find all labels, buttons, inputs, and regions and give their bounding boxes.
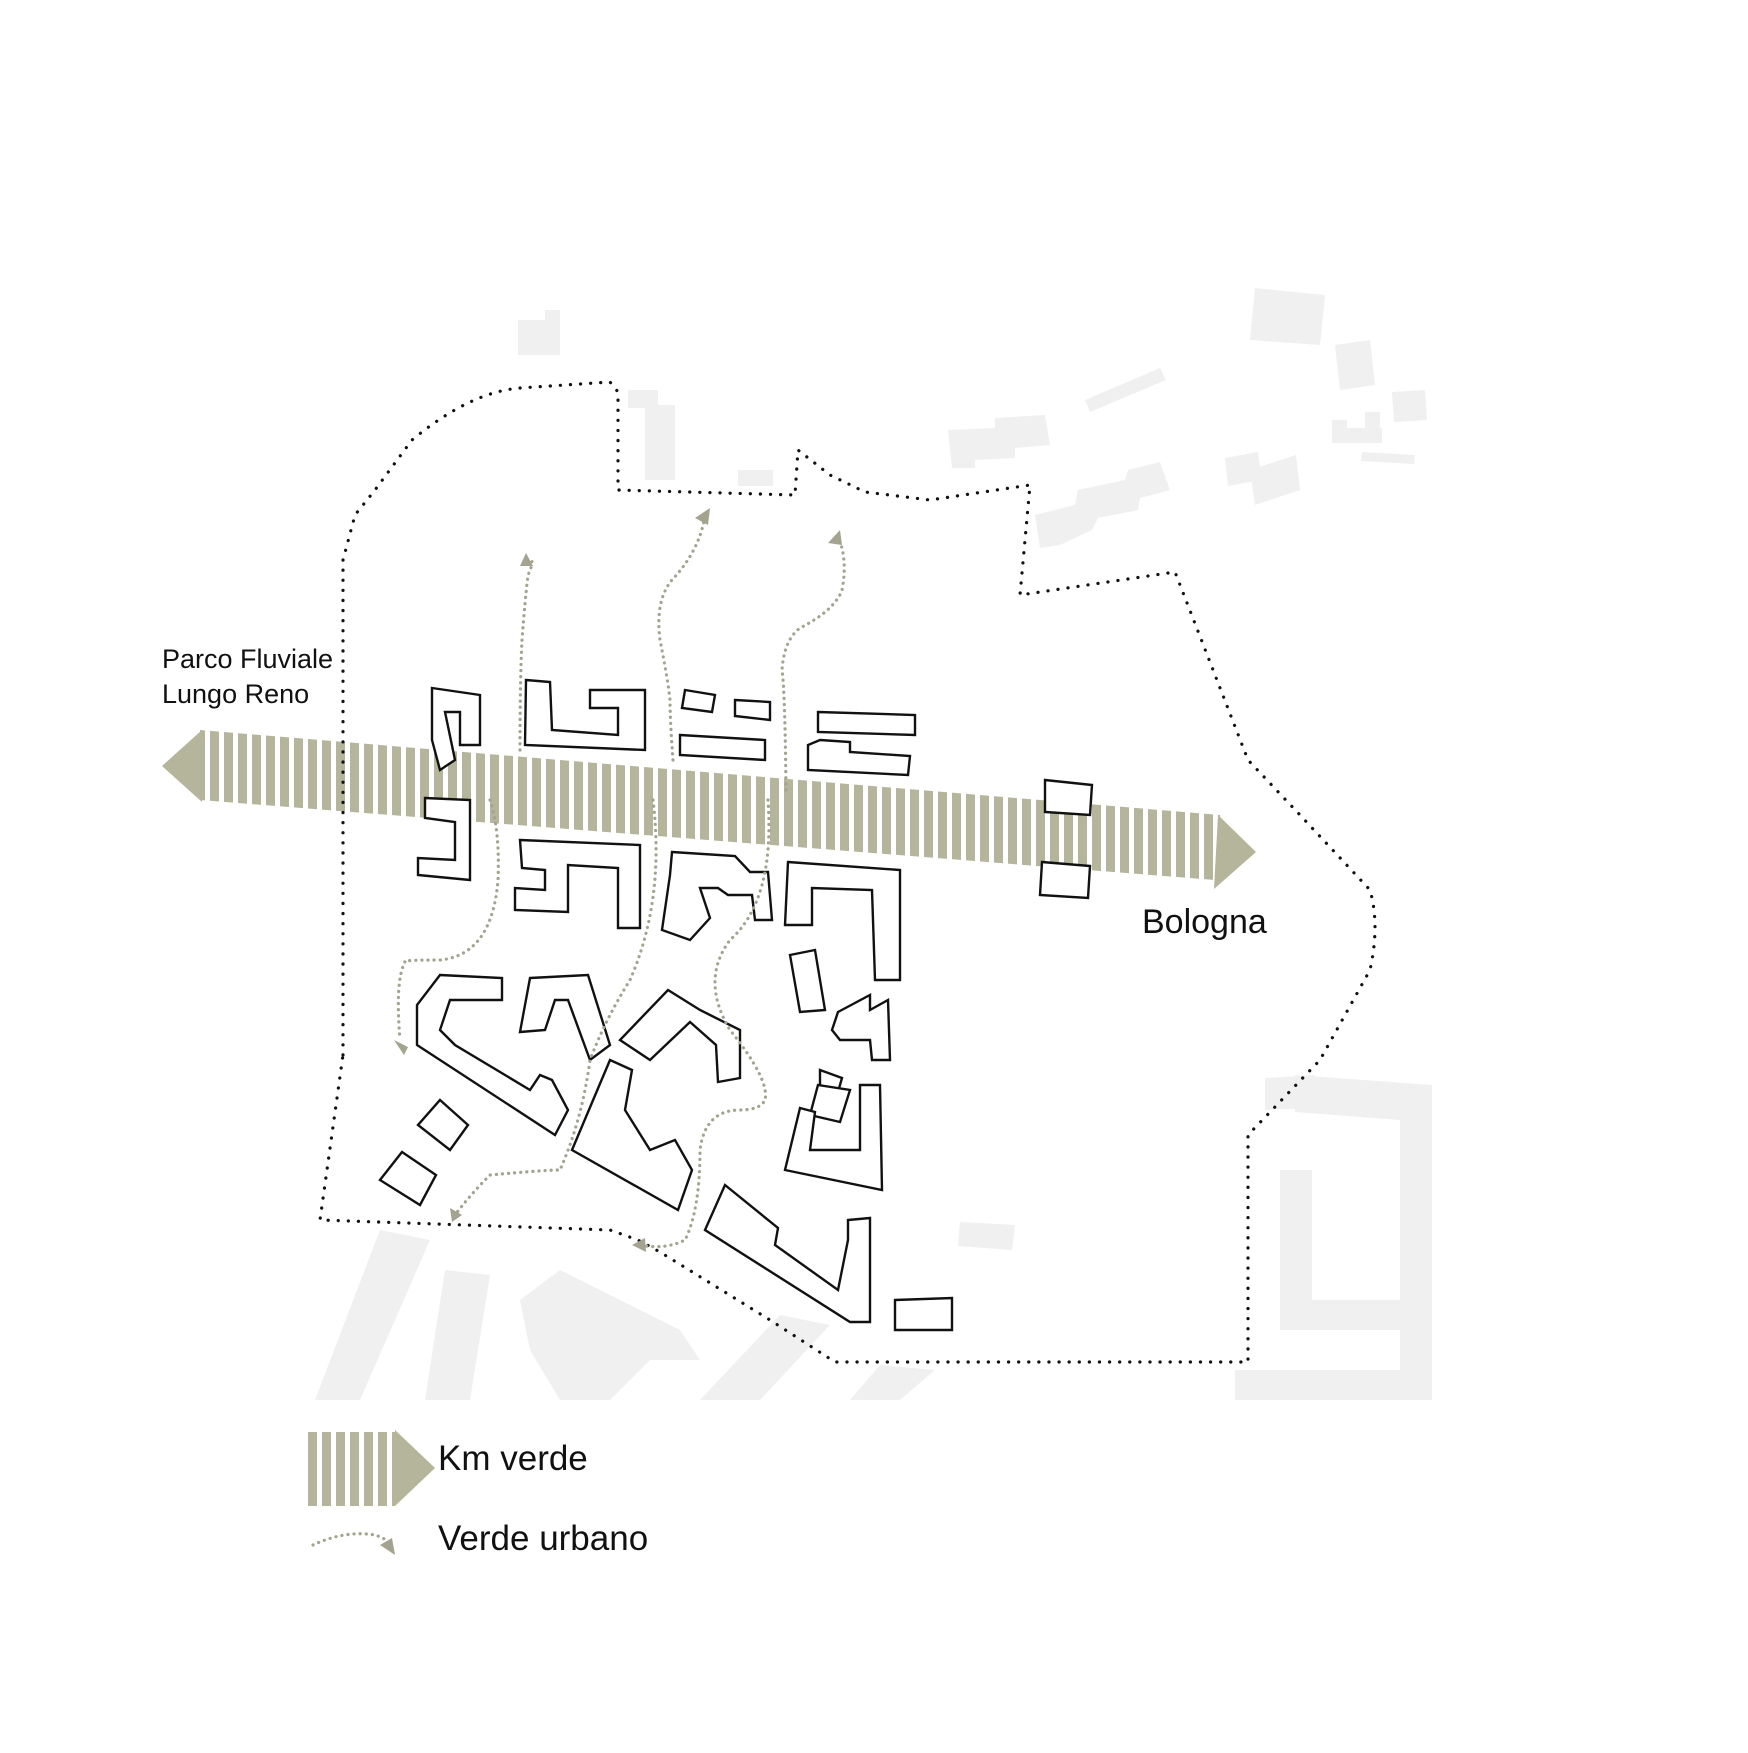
building bbox=[415, 973, 570, 1137]
path-arrowhead bbox=[828, 530, 842, 545]
context-building bbox=[315, 1230, 430, 1400]
context-building bbox=[1235, 1075, 1432, 1400]
corridor-arrow-east bbox=[1214, 815, 1256, 889]
legend-label-km-verde: Km verde bbox=[438, 1439, 588, 1478]
context-building bbox=[700, 1315, 830, 1400]
building bbox=[570, 1058, 694, 1212]
building bbox=[660, 850, 774, 942]
building bbox=[680, 688, 717, 714]
context-building bbox=[738, 470, 773, 486]
path-arrowhead bbox=[450, 1208, 462, 1222]
context-building bbox=[1235, 1370, 1432, 1400]
legend-label-verde-urbano: Verde urbano bbox=[438, 1519, 648, 1558]
east-destination-label: Bologna bbox=[1142, 903, 1267, 941]
building bbox=[830, 993, 892, 1062]
building bbox=[416, 1098, 470, 1152]
building bbox=[703, 1183, 872, 1324]
verde-urbano-paths bbox=[394, 508, 846, 1252]
building bbox=[783, 1083, 884, 1192]
map-labels: Parco Fluviale Lungo Reno Bologna bbox=[162, 644, 1267, 941]
context-building bbox=[520, 1270, 700, 1400]
building bbox=[618, 988, 742, 1084]
building bbox=[806, 738, 912, 777]
context-building bbox=[1280, 1170, 1422, 1330]
context-building bbox=[1085, 368, 1166, 412]
context-building bbox=[1250, 455, 1300, 505]
building bbox=[816, 710, 917, 737]
building bbox=[893, 1296, 954, 1332]
building bbox=[513, 838, 642, 930]
path-arrowhead bbox=[632, 1238, 646, 1252]
building bbox=[518, 973, 612, 1062]
building bbox=[416, 796, 472, 882]
building bbox=[678, 733, 767, 762]
context-building bbox=[1335, 340, 1375, 390]
verde-urbano-path bbox=[518, 558, 534, 752]
context-building bbox=[1361, 452, 1415, 464]
verde-urbano-path bbox=[780, 534, 846, 792]
context-building bbox=[1250, 288, 1325, 345]
path-arrowhead bbox=[394, 1040, 408, 1055]
legend-item-km-verde: Km verde bbox=[303, 1430, 588, 1506]
context-building bbox=[425, 1270, 490, 1400]
west-destination-label-2: Lungo Reno bbox=[162, 679, 309, 709]
km-verde-swatch-arrow bbox=[395, 1430, 435, 1506]
building bbox=[808, 1083, 852, 1124]
building bbox=[1043, 778, 1094, 817]
verde-urbano-path bbox=[657, 513, 707, 762]
building bbox=[1038, 860, 1092, 900]
km-verde-band bbox=[200, 730, 1220, 880]
context-building bbox=[628, 390, 658, 408]
path-arrowhead bbox=[520, 553, 533, 566]
verde-urbano-path bbox=[638, 798, 771, 1249]
context-building bbox=[958, 1222, 1015, 1250]
context-building bbox=[1392, 390, 1427, 422]
building bbox=[378, 1150, 438, 1207]
verde-urbano-path bbox=[396, 798, 500, 1042]
km-verde-corridor bbox=[162, 730, 1256, 889]
buildings bbox=[378, 678, 1094, 1332]
building bbox=[788, 948, 827, 1014]
legend-item-verde-urbano: Verde urbano bbox=[311, 1519, 648, 1558]
context-building bbox=[1035, 462, 1170, 548]
building bbox=[733, 698, 772, 722]
km-verde-swatch bbox=[303, 1432, 395, 1506]
context-building bbox=[850, 1365, 935, 1400]
verde-urbano-path bbox=[453, 798, 658, 1217]
context-building bbox=[1332, 428, 1382, 443]
verde-urbano-swatch bbox=[311, 1532, 390, 1547]
building bbox=[430, 686, 482, 772]
building bbox=[783, 860, 902, 982]
building bbox=[523, 678, 647, 752]
context-buildings bbox=[315, 288, 1432, 1400]
west-destination-label-1: Parco Fluviale bbox=[162, 644, 333, 674]
context-building bbox=[518, 310, 560, 355]
path-arrowhead bbox=[695, 508, 710, 525]
legend: Km verde Verde urbano bbox=[303, 1430, 648, 1558]
verde-urbano-swatch-arrow bbox=[380, 1538, 395, 1555]
context-building bbox=[948, 415, 1050, 468]
context-building bbox=[645, 405, 675, 480]
corridor-arrow-west bbox=[162, 730, 202, 802]
